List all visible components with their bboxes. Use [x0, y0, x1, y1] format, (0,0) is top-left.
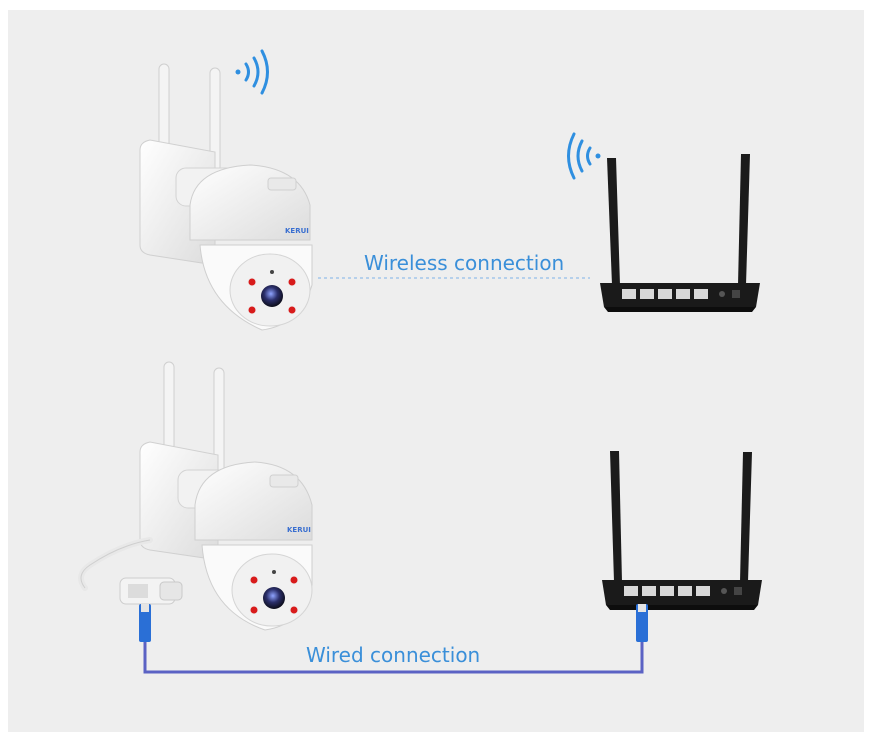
ir-led — [289, 575, 299, 585]
ir-led — [247, 277, 257, 287]
ethernet-cable — [143, 640, 644, 674]
camera-lens — [261, 285, 283, 307]
router-port — [642, 586, 656, 596]
ir-led — [249, 575, 259, 585]
router-top — [600, 154, 760, 312]
ir-led — [249, 605, 259, 615]
camera-brand-logo: KERUI — [285, 227, 309, 235]
rj45-connector — [139, 604, 151, 642]
router-antenna — [610, 451, 622, 582]
router-port — [696, 586, 710, 596]
wifi-signal-icon — [567, 132, 601, 180]
ir-led — [289, 605, 299, 615]
router-port — [624, 586, 638, 596]
router-bottom — [602, 451, 762, 610]
camera-top: KERUI — [139, 63, 313, 331]
camera-bottom: KERUI — [78, 361, 313, 631]
router-port — [640, 289, 654, 299]
camera-brand-logo: KERUI — [287, 526, 311, 534]
camera-lens — [263, 587, 285, 609]
router-port — [658, 289, 672, 299]
ir-led — [247, 305, 257, 315]
router-port — [676, 289, 690, 299]
wireless-connection-label: Wireless connection — [364, 251, 565, 275]
router-antenna — [607, 158, 620, 285]
router-antenna — [738, 154, 750, 285]
ir-led — [287, 305, 297, 315]
rj45-connector — [636, 604, 648, 642]
router-antenna — [740, 452, 752, 582]
router-port — [694, 289, 708, 299]
router-port — [660, 586, 674, 596]
wifi-signal-icon — [235, 49, 269, 95]
ir-led — [287, 277, 297, 287]
router-port — [678, 586, 692, 596]
router-port — [622, 289, 636, 299]
wired-connection-label: Wired connection — [306, 643, 481, 667]
diagram-canvas: KERUI — [8, 10, 864, 732]
